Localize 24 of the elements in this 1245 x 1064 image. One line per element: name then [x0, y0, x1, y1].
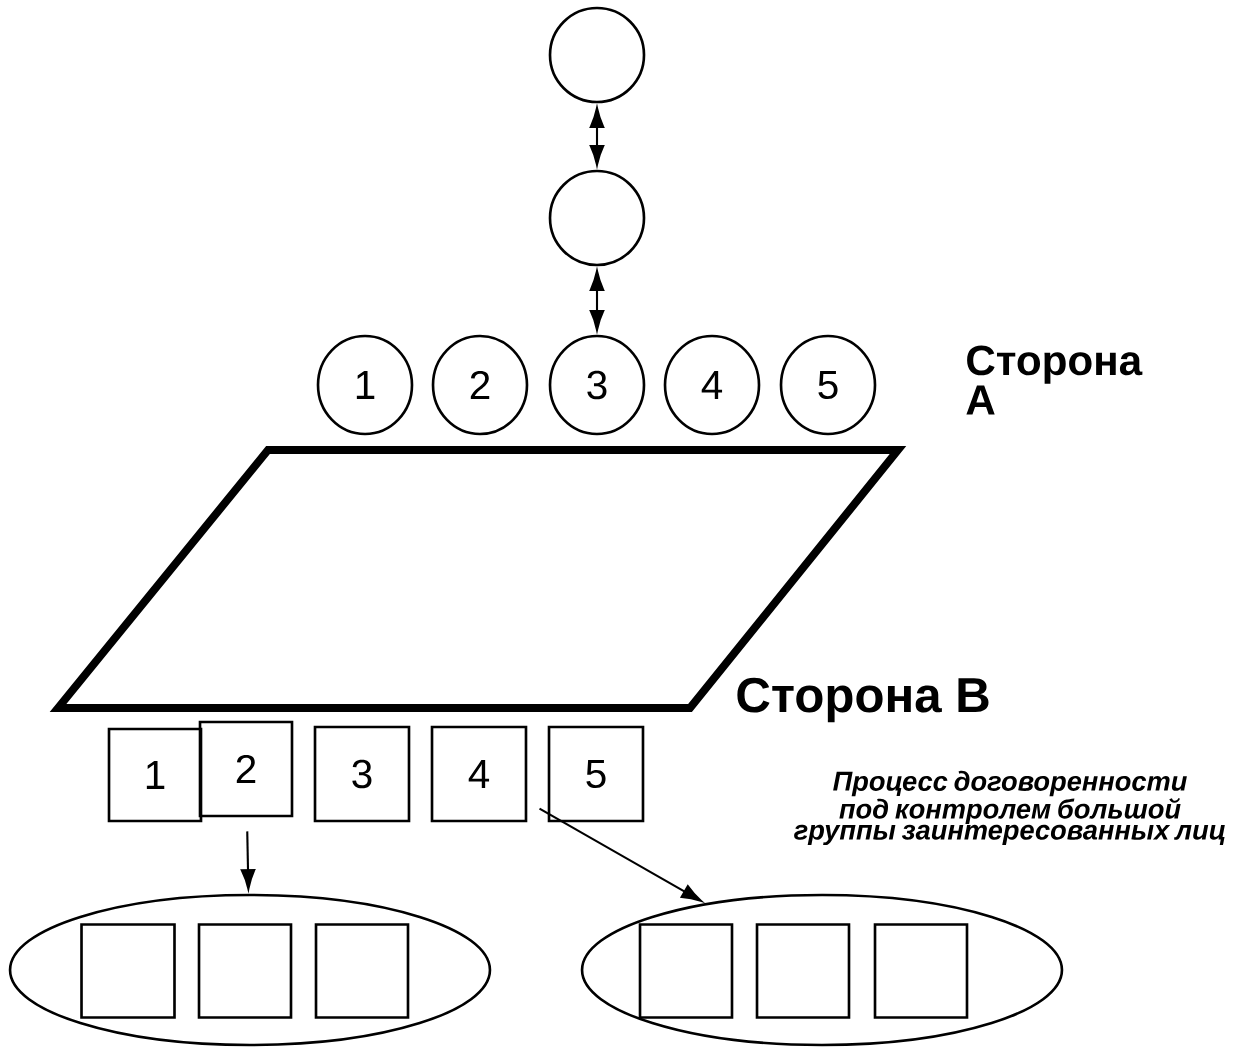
- circle-node: 5: [779, 334, 877, 436]
- side-label: Сторона B: [737, 677, 989, 723]
- arrow: [539, 807, 702, 902]
- circle-node: [548, 6, 646, 104]
- caption-text: Процесс договоренности под контролем большой группы заинтересованных лиц: [794, 770, 1225, 846]
- square-box: [755, 923, 851, 1019]
- square-box: 5: [547, 725, 645, 823]
- circle-node: 2: [431, 334, 529, 436]
- circle-node: 3: [548, 334, 646, 436]
- circle-node: 1: [316, 334, 414, 436]
- side-label: Сторона A: [966, 345, 1143, 415]
- square-box: 1: [107, 727, 203, 823]
- square-box: 3: [313, 725, 411, 823]
- square-box: [80, 923, 176, 1019]
- square-box: [638, 923, 734, 1019]
- group-ellipse: [8, 893, 492, 1047]
- square-box: [314, 923, 410, 1019]
- square-box: [197, 923, 293, 1019]
- square-box: 2: [198, 720, 294, 818]
- square-box: [873, 923, 969, 1019]
- circle-node: 4: [663, 334, 761, 436]
- square-box: 4: [430, 725, 528, 823]
- group-ellipse: [580, 893, 1064, 1047]
- circle-node: [548, 169, 646, 267]
